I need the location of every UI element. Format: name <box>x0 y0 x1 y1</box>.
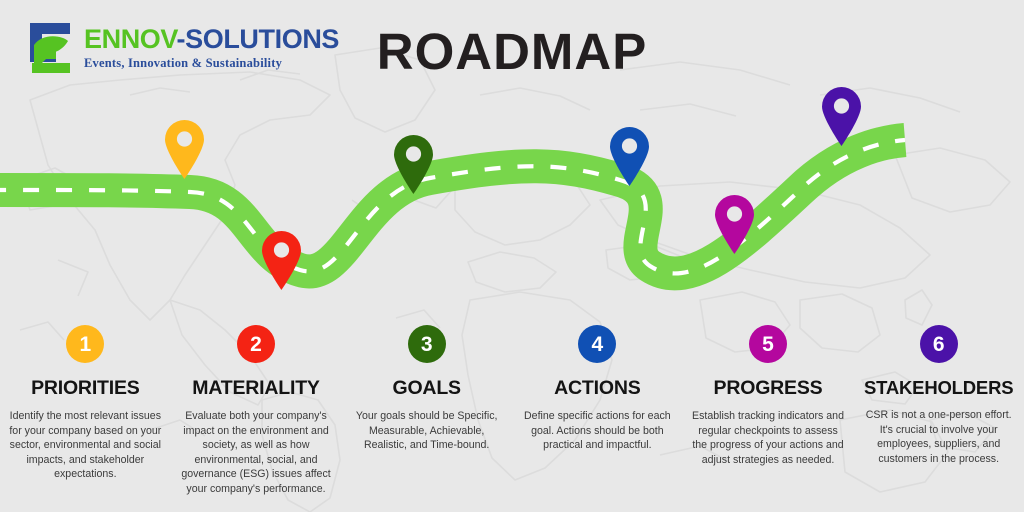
step-badge-5: 5 <box>749 325 788 363</box>
logo-tagline: Events, Innovation & Sustainability <box>84 55 283 70</box>
step-body-3: Your goals should be Specific, Measurabl… <box>355 410 498 452</box>
page-title: ROADMAP <box>376 23 648 80</box>
step-body-6: CSR is not a one-person effort. It's cru… <box>865 409 1012 465</box>
step-title-5: PROGRESS <box>713 377 823 399</box>
step-column-6[interactable]: 6 STAKEHOLDERS CSR is not a one-person e… <box>853 325 1024 512</box>
road-path <box>0 70 1024 320</box>
step-column-1[interactable]: 1 PRIORITIES Identify the most relevant … <box>0 325 171 512</box>
step-badge-4: 4 <box>578 325 617 363</box>
step-number-6: 6 <box>932 332 945 356</box>
steps-row: 1 PRIORITIES Identify the most relevant … <box>0 325 1024 512</box>
step-column-5[interactable]: 5 PROGRESS Establish tracking indicators… <box>683 325 854 512</box>
step-title-2: MATERIALITY <box>192 377 320 399</box>
step-title-6: STAKEHOLDERS <box>864 377 1014 398</box>
step-body-2: Evaluate both your company's impact on t… <box>181 410 331 496</box>
step-body-5: Establish tracking indicators and regula… <box>692 410 844 466</box>
logo-name-blue: -SOLUTIONS <box>176 23 340 54</box>
step-badge-1: 1 <box>66 325 105 363</box>
step-column-4[interactable]: 4 ACTIONS Define specific actions for ea… <box>512 325 683 512</box>
step-title-3: GOALS <box>392 377 462 399</box>
step-badge-6: 6 <box>919 325 958 363</box>
brand-logo[interactable]: ENNOV-SOLUTIONS Events, Innovation & Sus… <box>26 16 339 80</box>
step-body-1: Identify the most relevant issues for yo… <box>9 410 162 481</box>
step-column-3[interactable]: 3 GOALS Your goals should be Specific, M… <box>341 325 512 512</box>
step-body-4: Define specific actions for each goal. A… <box>524 410 671 452</box>
step-badge-2: 2 <box>237 325 275 363</box>
step-title-4: ACTIONS <box>554 377 641 399</box>
step-title-1: PRIORITIES <box>31 377 140 399</box>
step-number-4: 4 <box>591 332 604 356</box>
step-number-2: 2 <box>250 332 262 356</box>
step-badge-3: 3 <box>407 325 446 363</box>
step-number-1: 1 <box>79 332 92 356</box>
header: ENNOV-SOLUTIONS Events, Innovation & Sus… <box>0 0 1024 95</box>
step-number-5: 5 <box>762 332 774 356</box>
step-number-3: 3 <box>420 332 433 356</box>
logo-name-green: ENNOV <box>84 23 177 54</box>
logo-mark-icon <box>26 19 80 77</box>
step-column-2[interactable]: 2 MATERIALITY Evaluate both your company… <box>171 325 342 512</box>
